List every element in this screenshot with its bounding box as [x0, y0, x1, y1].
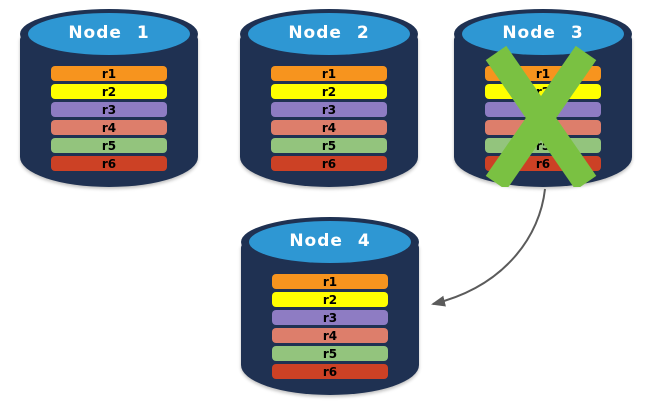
row-r3-label: r3 [321, 102, 337, 117]
node-2-row-list: r1 r2 r3 r4 r5 r6 [271, 66, 387, 174]
failure-x-icon [485, 45, 597, 187]
node-1-cylinder: Node 1 r1 r2 r3 r4 r5 r6 [20, 9, 198, 187]
row-r4: r4 [272, 328, 388, 343]
node-2-cylinder-top: Node 2 [248, 13, 410, 55]
node-4-cylinder-top: Node 4 [249, 221, 411, 263]
row-r4-label: r4 [321, 120, 337, 135]
node-4-title: Node 4 [289, 231, 371, 251]
row-r4-label: r4 [101, 120, 117, 135]
row-r5-label: r5 [101, 138, 117, 153]
row-r1: r1 [51, 66, 167, 81]
row-r6-label: r6 [322, 364, 338, 379]
row-r5-label: r5 [321, 138, 337, 153]
failover-arrow-path [431, 188, 546, 307]
row-r2-label: r2 [321, 84, 337, 99]
node-1-cylinder-top: Node 1 [28, 13, 190, 55]
row-r6-label: r6 [535, 156, 551, 171]
node-4-cylinder: Node 4 r1 r2 r3 r4 r5 r6 [241, 217, 419, 395]
row-r4: r4 [51, 120, 167, 135]
row-r5: r5 [51, 138, 167, 153]
row-r6: r6 [271, 156, 387, 171]
row-r1: r1 [272, 274, 388, 289]
row-r1: r1 [271, 66, 387, 81]
row-r1-label: r1 [322, 274, 338, 289]
row-r2-label: r2 [322, 292, 338, 307]
row-r2: r2 [272, 292, 388, 307]
row-r1-label: r1 [321, 66, 337, 81]
row-r6: r6 [51, 156, 167, 171]
node-3-cylinder-top: Node 3 [462, 13, 624, 55]
node-2-cylinder: Node 2 r1 r2 r3 r4 r5 r6 [240, 9, 418, 187]
node-3-title: Node 3 [502, 23, 584, 43]
row-r3: r3 [51, 102, 167, 117]
row-r3-label: r3 [322, 310, 338, 325]
row-r5: r5 [271, 138, 387, 153]
node-1-row-list: r1 r2 r3 r4 r5 r6 [51, 66, 167, 174]
node-3-cylinder: Node 3 r1 r2 r3 r4 r5 r6 [454, 9, 632, 187]
row-r2-label: r2 [101, 84, 117, 99]
node-1-title: Node 1 [68, 23, 150, 43]
row-r2: r2 [271, 84, 387, 99]
row-r4: r4 [271, 120, 387, 135]
row-r3: r3 [271, 102, 387, 117]
row-r3: r3 [272, 310, 388, 325]
row-r4-label: r4 [322, 328, 338, 343]
row-r3-label: r3 [101, 102, 117, 117]
row-r2: r2 [51, 84, 167, 99]
node-4-row-list: r1 r2 r3 r4 r5 r6 [272, 274, 388, 382]
row-r1-label: r1 [101, 66, 117, 81]
row-r6-label: r6 [101, 156, 117, 171]
row-r5-label: r5 [322, 346, 338, 361]
row-r6-label: r6 [321, 156, 337, 171]
node-2-title: Node 2 [288, 23, 370, 43]
row-r1-label: r1 [535, 66, 551, 81]
row-r5: r5 [272, 346, 388, 361]
row-r6: r6 [272, 364, 388, 379]
